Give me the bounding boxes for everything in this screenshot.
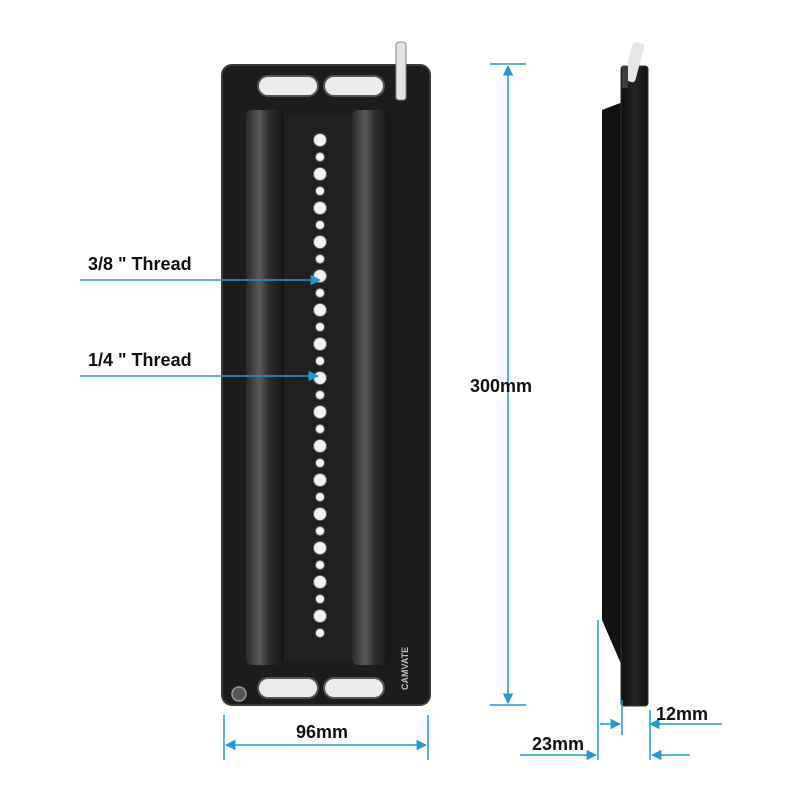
thread-hole-small [315,458,325,468]
thread-hole-large [313,473,327,487]
thread-hole-large [313,133,327,147]
thread-hole-small [315,186,325,196]
thread-hole-large [313,371,327,385]
thread-hole-large [313,609,327,623]
length-label: 300mm [470,376,533,396]
depth-label: 23mm [532,734,585,754]
thread-hole-small [315,220,325,230]
thread-3-8-label: 3/8 " Thread [88,254,192,274]
side-safety-pin [623,41,645,83]
thread-hole-small [315,526,325,536]
side-pin-block [622,66,628,88]
rail-left [246,110,284,665]
bottom-slot-right [323,677,385,699]
locking-screw [231,686,247,702]
thread-hole-small [315,594,325,604]
bottom-slot-left [257,677,319,699]
thread-hole-small [315,424,325,434]
rail-right [352,110,390,665]
thread-hole-large [313,439,327,453]
thread-hole-large [313,541,327,555]
thread-hole-small [315,322,325,332]
thread-hole-small [315,560,325,570]
thread-hole-large [313,405,327,419]
thread-hole-small [315,492,325,502]
thread-hole-small [315,390,325,400]
thread-hole-small [315,356,325,366]
side-edge [620,65,649,707]
thread-hole-large [313,167,327,181]
thread-hole-small [315,152,325,162]
brand-engraving: CAMVATE [400,647,410,690]
thread-hole-large [313,575,327,589]
top-slot-right [323,75,385,97]
thread-hole-large [313,235,327,249]
top-slot-left [257,75,319,97]
thread-hole-small [315,288,325,298]
thread-hole-small [315,628,325,638]
thread-hole-row [313,133,327,638]
thread-hole-small [315,254,325,264]
plate-front-view: CAMVATE [221,41,431,706]
dimension-lines [80,63,722,761]
thread-hole-large [313,201,327,215]
edge-height-label: 12mm [656,704,709,724]
safety-pin [395,41,407,101]
thread-hole-large [313,303,327,317]
thread-hole-large [313,337,327,351]
thread-1-4-label: 1/4 " Thread [88,350,192,370]
plate-side-view [602,41,649,707]
width-label: 96mm [296,722,349,742]
thread-hole-large [313,507,327,521]
